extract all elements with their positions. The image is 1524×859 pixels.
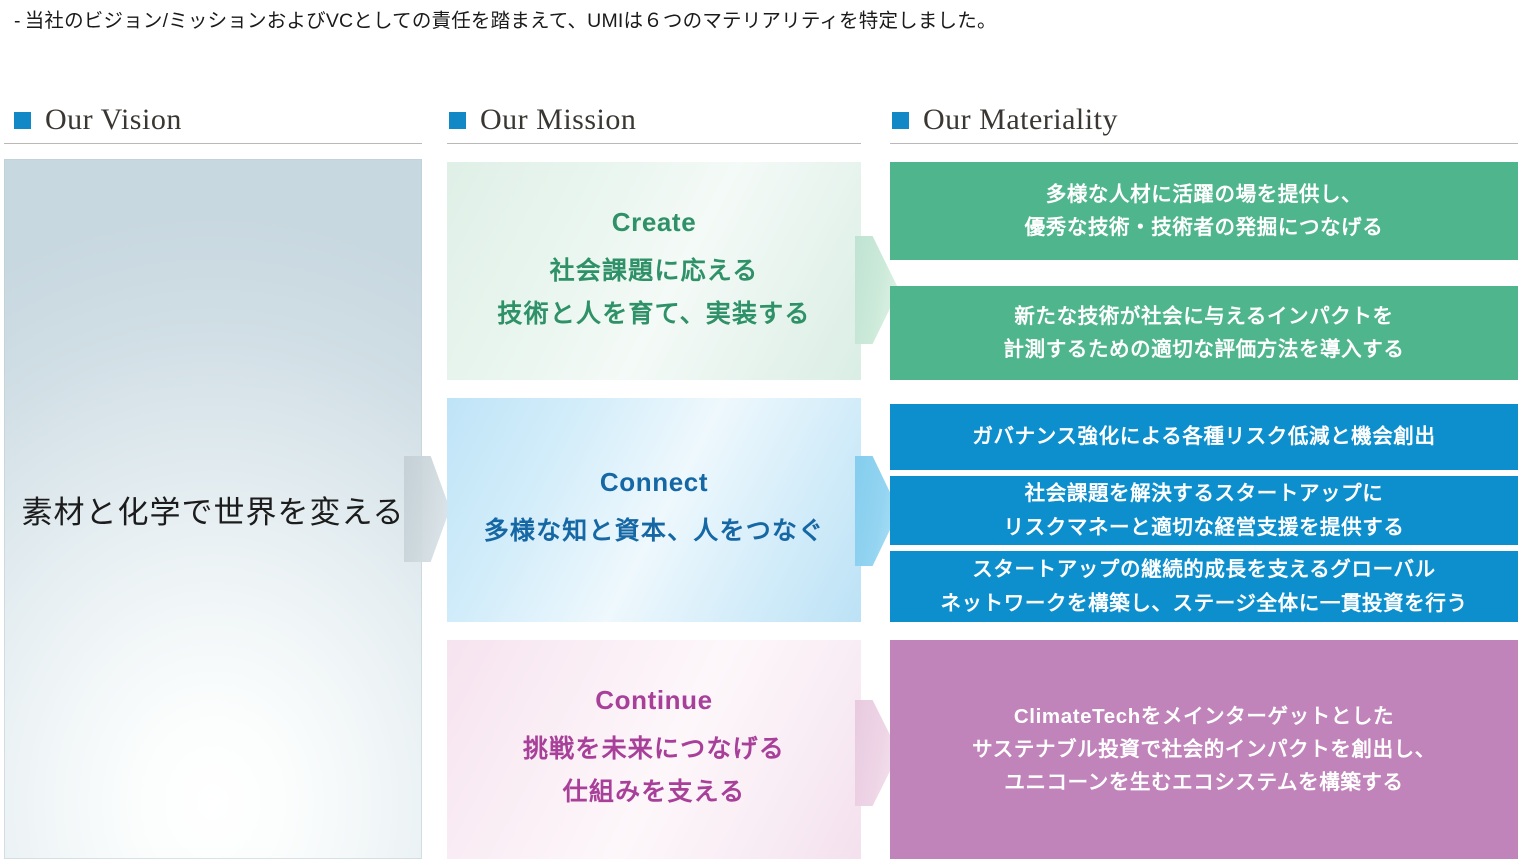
materiality-item: 新たな技術が社会に与えるインパクトを 計測するための適切な評価方法を導入する (890, 286, 1518, 380)
vision-statement: 素材と化学で世界を変える (21, 494, 405, 530)
materiality-item: ガバナンス強化による各種リスク低減と機会創出 (890, 404, 1518, 470)
mission-line-create-1: 社会課題に応える (549, 256, 759, 285)
materiality-text: ClimateTechをメインターゲットとした サステナブル投資で社会的インパク… (972, 704, 1436, 795)
vision-panel: 素材と化学で世界を変える (4, 159, 422, 859)
mission-line-create-2: 技術と人を育て、実装する (497, 299, 811, 328)
square-bullet-icon (892, 111, 909, 129)
mission-line-continue-1: 挑戦を未来につなげる (522, 735, 785, 763)
mission-header-label: Our Mission (480, 103, 637, 136)
materiality-item: 社会課題を解決するスタートアップに リスクマネーと適切な経営支援を提供する (890, 476, 1518, 545)
materiality-header-label: Our Materiality (923, 103, 1118, 136)
mission-title-continue: Continue (595, 685, 713, 715)
materiality-text: 多様な人材に活躍の場を提供し、 優秀な技術・技術者の発掘につなげる (1024, 182, 1384, 239)
materiality-text: スタートアップの継続的成長を支えるグローバル ネットワークを構築し、ステージ全体… (940, 558, 1468, 615)
mission-column-header: Our Mission (435, 100, 636, 140)
lead-text: 当社のビジョン/ミッションおよびVCとしての責任を踏まえて、UMIは６つのマテリ… (24, 10, 997, 32)
materiality-column-header: Our Materiality (878, 100, 1118, 140)
materiality-text: ガバナンス強化による各種リスク低減と機会創出 (972, 425, 1436, 449)
mission-title-create: Create (611, 206, 697, 237)
materiality-item: 多様な人材に活躍の場を提供し、 優秀な技術・技術者の発掘につなげる (890, 162, 1518, 260)
vision-header-rule (4, 143, 422, 144)
materiality-header-rule (890, 143, 1518, 144)
mission-header-rule (447, 143, 861, 144)
lead-dash: - (14, 10, 21, 32)
mission-line-connect-1: 多様な知と資本、人をつなぐ (483, 517, 825, 545)
materiality-item: ClimateTechをメインターゲットとした サステナブル投資で社会的インパク… (890, 640, 1518, 859)
mission-block-create: Create 社会課題に応える 技術と人を育て、実装する (447, 162, 861, 380)
mission-block-connect: Connect 多様な知と資本、人をつなぐ (447, 398, 861, 622)
materiality-text: 社会課題を解決するスタートアップに リスクマネーと適切な経営支援を提供する (1003, 482, 1405, 539)
vision-column-header: Our Vision (0, 100, 182, 140)
square-bullet-icon (14, 111, 31, 129)
lead-statement: -当社のビジョン/ミッションおよびVCとしての責任を踏まえて、UMIは６つのマテ… (14, 4, 997, 33)
vision-header-label: Our Vision (45, 103, 182, 136)
mission-title-connect: Connect (599, 467, 709, 497)
mission-block-continue: Continue 挑戦を未来につなげる 仕組みを支える (447, 640, 861, 859)
mission-line-continue-2: 仕組みを支える (562, 778, 746, 806)
materiality-text: 新たな技術が社会に与えるインパクトを 計測するための適切な評価方法を導入する (1003, 304, 1405, 361)
vision-to-mission-arrow-icon (404, 456, 450, 562)
materiality-item: スタートアップの継続的成長を支えるグローバル ネットワークを構築し、ステージ全体… (890, 551, 1518, 622)
square-bullet-icon (449, 111, 466, 129)
